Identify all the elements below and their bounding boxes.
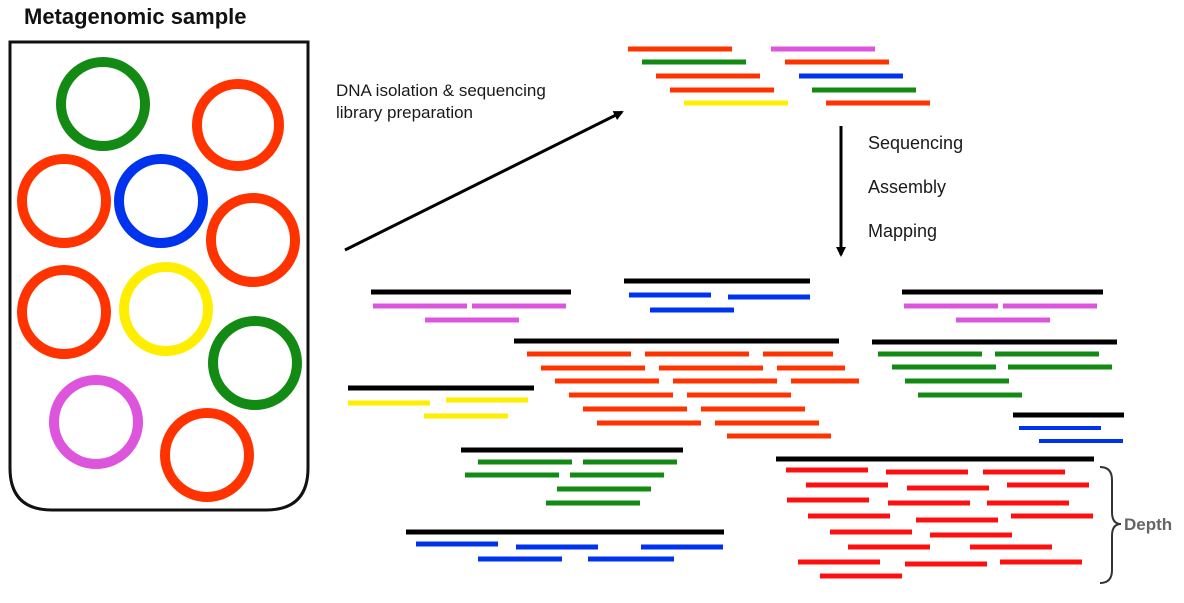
sample-tube	[8, 40, 310, 512]
contig-group-red-1	[514, 338, 859, 439]
organism-circle-blue	[114, 154, 208, 248]
depth-brace	[1099, 466, 1122, 584]
contig-group-blue-1	[624, 278, 810, 313]
library-reads	[628, 46, 930, 106]
contig-group-magenta-2	[902, 289, 1103, 323]
organism-circle-red	[192, 79, 284, 171]
dna-step-label-line2: library preparation	[336, 103, 474, 122]
step-label-mapping: Mapping	[868, 221, 938, 241]
organism-circle-green	[208, 316, 302, 410]
contig-group-red-depth	[776, 456, 1094, 579]
contig-group-blue-3	[406, 529, 724, 562]
organism-circle-red	[160, 408, 254, 502]
contig-group-yellow-1	[348, 385, 534, 419]
step-label-sequencing: Sequencing	[868, 133, 964, 153]
organism-circle-red	[17, 154, 111, 248]
organism-circles	[17, 57, 302, 502]
arrow-to-library	[344, 110, 624, 252]
organism-circle-red	[206, 193, 300, 287]
contig-group-blue-2	[1013, 412, 1124, 443]
dna-step-label-line1: DNA isolation & sequencing	[336, 81, 546, 100]
contig-group-magenta-1	[371, 289, 571, 323]
organism-circle-green	[56, 57, 150, 151]
contig-group-green-2	[461, 447, 683, 506]
organism-circle-magenta	[49, 375, 143, 469]
sample-title: Metagenomic sample	[24, 4, 247, 29]
contig-group-green-1	[872, 339, 1117, 398]
organism-circle-yellow	[119, 262, 213, 356]
contig-groups	[348, 278, 1124, 579]
organism-circle-red	[17, 265, 111, 359]
depth-label: Depth	[1124, 515, 1173, 534]
step-label-assembly: Assembly	[868, 177, 947, 197]
